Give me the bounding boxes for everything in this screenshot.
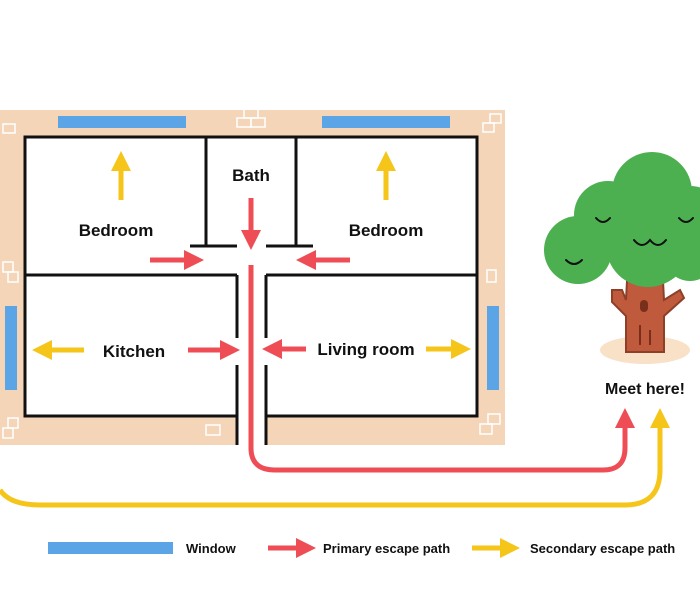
secondary-escape-path-outside (0, 408, 670, 508)
legend-window-swatch (48, 542, 173, 554)
room-label-kitchen: Kitchen (103, 342, 165, 361)
room-label-bath: Bath (232, 166, 270, 185)
window-right (487, 306, 499, 390)
wall-bricks (2, 108, 502, 439)
room-label-bedroom-left: Bedroom (79, 221, 154, 240)
room-label-living-room: Living room (317, 340, 414, 359)
legend-secondary-label: Secondary escape path (530, 541, 675, 556)
legend-primary-label: Primary escape path (323, 541, 450, 556)
primary-room-arrows (150, 198, 350, 360)
room-label-bedroom-right: Bedroom (349, 221, 424, 240)
legend: Window Primary escape path Secondary esc… (48, 538, 675, 558)
meeting-point-label: Meet here! (605, 381, 685, 398)
legend-window-label: Window (186, 541, 237, 556)
primary-escape-path-outside (248, 265, 635, 473)
window-left (5, 306, 17, 390)
tree-leaves (544, 152, 700, 287)
tree-face (565, 217, 694, 265)
secondary-room-arrows (32, 151, 471, 360)
tree-icon (544, 152, 700, 364)
window-top-right (322, 116, 450, 128)
window-top-left (58, 116, 186, 128)
